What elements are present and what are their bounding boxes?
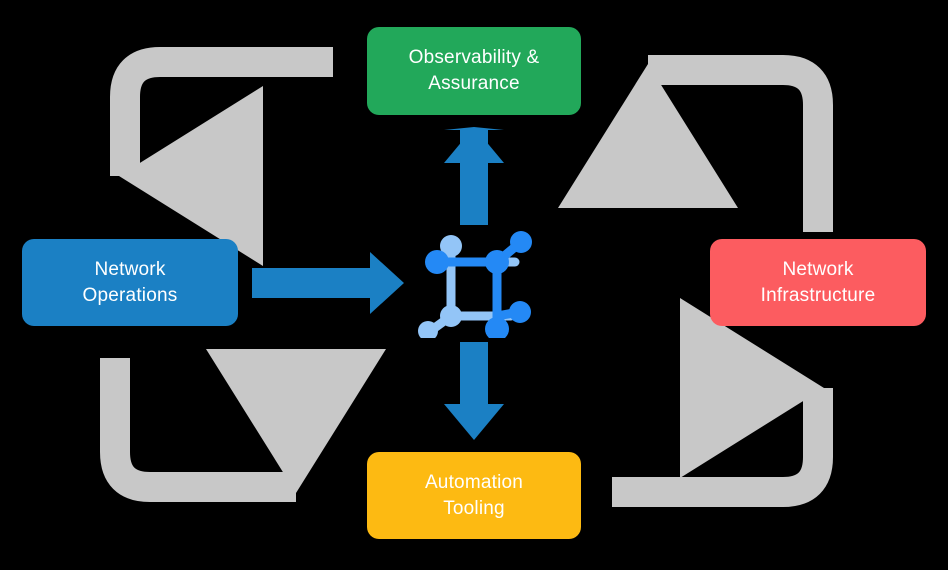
arrow-operations-to-center xyxy=(252,252,404,314)
arrow-operations-to-automation xyxy=(100,349,386,502)
node-network-operations[interactable]: Network Operations xyxy=(22,239,238,326)
arrow-infrastructure-to-observability xyxy=(558,55,833,232)
arrow-observability-to-operations xyxy=(110,47,333,266)
node-network-infrastructure[interactable]: Network Infrastructure xyxy=(710,239,926,326)
node-automation-tooling[interactable]: Automation Tooling xyxy=(367,452,581,539)
arrow-automation-to-infrastructure xyxy=(612,298,833,507)
node-observability-assurance[interactable]: Observability & Assurance xyxy=(367,27,581,115)
network-topology-icon xyxy=(418,231,532,338)
arrow-center-to-observability xyxy=(444,127,504,225)
arrow-center-to-automation xyxy=(444,342,504,440)
